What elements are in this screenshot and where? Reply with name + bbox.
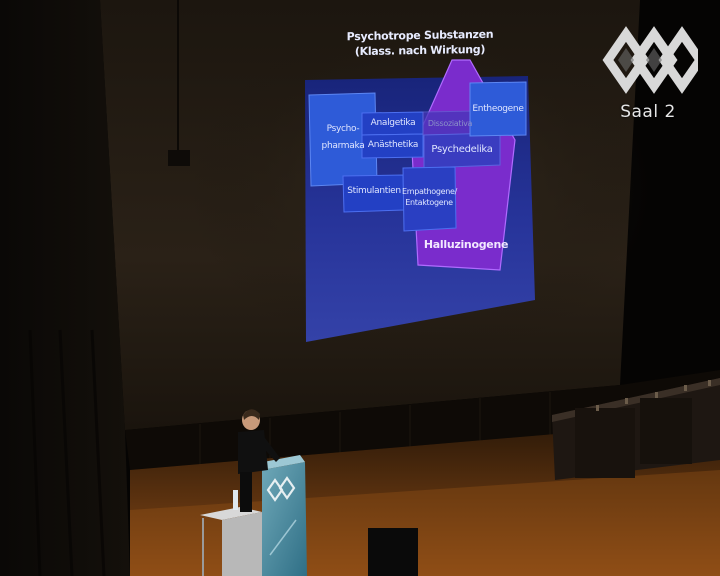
stimulantien-box xyxy=(342,174,405,213)
water-bottle xyxy=(233,490,238,510)
lectern xyxy=(258,455,307,576)
curtain-folds xyxy=(28,329,106,576)
psychedelika-box xyxy=(423,132,501,169)
hanging-light xyxy=(168,150,190,166)
lectern-logo xyxy=(266,476,296,502)
stage-back-wall xyxy=(125,370,720,470)
entheogene-box xyxy=(469,81,527,137)
stage-seating xyxy=(552,378,720,480)
channel-logo-icon xyxy=(602,26,698,94)
speaker-person xyxy=(238,409,280,512)
anasthetika-box xyxy=(361,133,424,159)
empathogene-box xyxy=(402,166,457,232)
room-label: Saal 2 xyxy=(620,102,676,122)
stage-monitor xyxy=(368,528,418,576)
dissoziativa-box xyxy=(422,110,477,136)
analgetika-box xyxy=(361,111,424,136)
